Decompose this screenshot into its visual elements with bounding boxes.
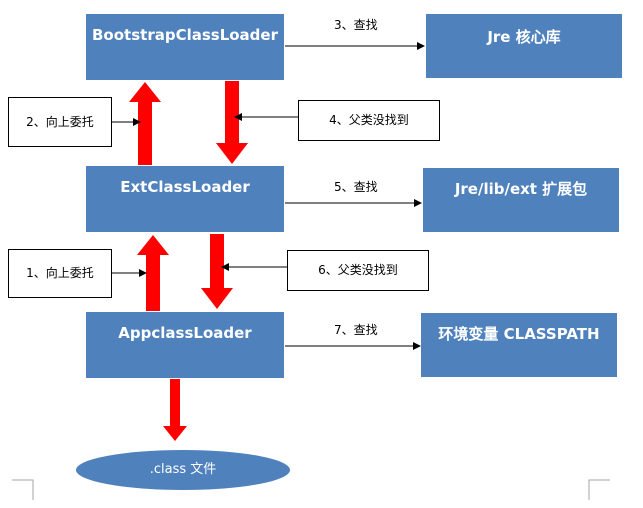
edge-label-lookup-3: 3、查找 — [334, 18, 378, 32]
jre-core-library-box: Jre 核心库 — [426, 14, 622, 78]
note-delegate-up-1: 1、向上委托 — [8, 249, 112, 298]
class-file-ellipse — [76, 450, 290, 490]
note-delegate-up-2: 2、向上委托 — [8, 97, 112, 147]
bootstrap-classloader-box: BootstrapClassLoader — [86, 14, 284, 80]
arrow-down-ext-to-app — [201, 234, 233, 309]
bootstrap-classloader-label: BootstrapClassLoader — [92, 26, 278, 44]
note-delegate-up-1-label: 1、向上委托 — [26, 266, 94, 280]
jre-core-library-label: Jre 核心库 — [487, 28, 561, 46]
note-parent-not-found-4: 4、父类没找到 — [298, 100, 440, 141]
corner-mark-right — [588, 479, 610, 500]
ext-classloader-label: ExtClassLoader — [120, 178, 250, 196]
arrow-down-bootstrap-to-ext — [216, 81, 248, 164]
note-parent-not-found-6-label: 6、父类没找到 — [318, 263, 398, 277]
jre-ext-library-label: Jre/lib/ext 扩展包 — [454, 180, 588, 198]
app-classloader-label: AppclassLoader — [118, 324, 252, 342]
app-classloader-box: AppclassLoader — [86, 312, 284, 378]
arrow-down-app-to-class-file — [163, 379, 187, 441]
corner-mark-left — [12, 479, 34, 500]
jre-ext-library-box: Jre/lib/ext 扩展包 — [423, 168, 619, 232]
note-delegate-up-2-label: 2、向上委托 — [26, 115, 94, 129]
note-parent-not-found-4-label: 4、父类没找到 — [329, 113, 409, 127]
arrow-up-ext-to-bootstrap — [129, 82, 161, 165]
edge-label-lookup-5: 5、查找 — [334, 180, 378, 194]
ext-classloader-box: ExtClassLoader — [86, 166, 284, 232]
class-file-label: .class 文件 — [149, 462, 217, 477]
edge-label-lookup-7: 7、查找 — [334, 323, 378, 337]
classpath-library-box: 环境变量 CLASSPATH — [421, 313, 617, 377]
classpath-library-label: 环境变量 CLASSPATH — [438, 325, 600, 343]
arrow-up-app-to-ext — [137, 235, 169, 311]
note-parent-not-found-6: 6、父类没找到 — [287, 250, 429, 291]
